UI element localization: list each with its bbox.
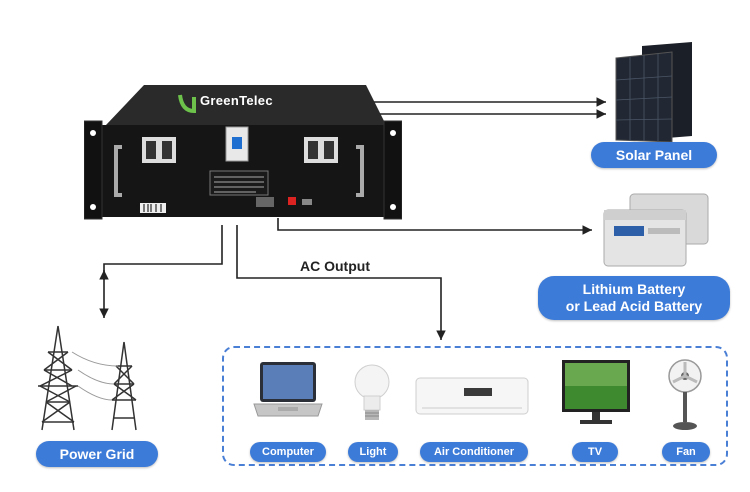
solar-panel-label: Solar Panel <box>591 142 717 168</box>
fan-label: Fan <box>662 442 710 462</box>
computer-label: Computer <box>250 442 326 462</box>
brand-logo-text: GreenTelec <box>200 93 273 108</box>
solar-line-2 <box>365 109 606 150</box>
ac-output-line <box>236 225 446 340</box>
ac-output-label: AC Output <box>300 258 370 274</box>
light-bulb-image <box>352 362 392 428</box>
power-grid-label: Power Grid <box>36 441 158 467</box>
tv-image <box>558 358 634 428</box>
battery-image <box>600 192 712 268</box>
light-label: Light <box>348 442 398 462</box>
grid-line <box>99 225 223 318</box>
computer-image <box>252 358 324 430</box>
battery-label: Lithium Battery or Lead Acid Battery <box>538 276 730 320</box>
fan-image <box>660 356 710 434</box>
air-conditioner-label: Air Conditioner <box>420 442 528 462</box>
air-conditioner-image <box>414 376 530 418</box>
tv-label: TV <box>572 442 618 462</box>
battery-label-line1: Lithium Battery <box>582 281 686 297</box>
battery-line <box>277 218 592 235</box>
battery-label-line2: or Lead Acid Battery <box>565 298 703 314</box>
power-grid-image <box>28 322 158 432</box>
loads-group <box>222 346 728 466</box>
solar-panel-image <box>612 42 694 143</box>
inverter-unit: GreenTelec <box>83 85 403 220</box>
